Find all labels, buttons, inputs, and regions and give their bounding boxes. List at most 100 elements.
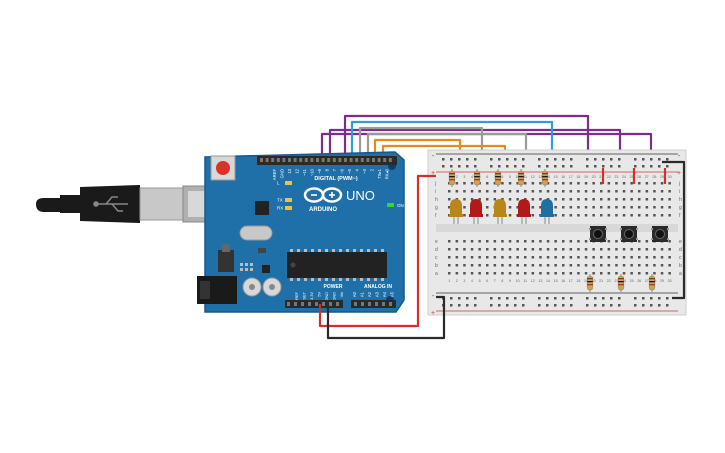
header-pin[interactable] bbox=[338, 158, 342, 162]
breadboard-hole[interactable] bbox=[600, 256, 603, 259]
breadboard-hole[interactable] bbox=[486, 264, 489, 267]
rail-hole[interactable] bbox=[570, 158, 573, 161]
rail-hole[interactable] bbox=[642, 158, 645, 161]
breadboard-hole[interactable] bbox=[577, 256, 580, 259]
breadboard-hole[interactable] bbox=[638, 206, 641, 209]
rail-hole[interactable] bbox=[642, 297, 645, 300]
rail-hole[interactable] bbox=[602, 158, 605, 161]
rail-hole[interactable] bbox=[514, 158, 517, 161]
rail-hole[interactable] bbox=[658, 165, 661, 168]
breadboard-hole[interactable] bbox=[531, 272, 535, 275]
rail-hole[interactable] bbox=[602, 304, 605, 307]
breadboard-hole[interactable] bbox=[539, 256, 542, 259]
breadboard-hole[interactable] bbox=[516, 272, 519, 275]
breadboard-hole[interactable] bbox=[600, 248, 603, 251]
breadboard-hole[interactable] bbox=[493, 198, 497, 201]
breadboard-hole[interactable] bbox=[516, 248, 519, 251]
rail-hole[interactable] bbox=[650, 165, 653, 168]
header-pin[interactable] bbox=[329, 302, 332, 306]
breadboard-hole[interactable] bbox=[562, 256, 565, 259]
rail-hole[interactable] bbox=[642, 165, 645, 168]
breadboard-hole[interactable] bbox=[630, 264, 633, 267]
header-pin[interactable] bbox=[287, 302, 290, 306]
breadboard-hole[interactable] bbox=[478, 240, 481, 243]
breadboard-hole[interactable] bbox=[592, 198, 595, 201]
rail-hole[interactable] bbox=[458, 165, 461, 168]
breadboard-hole[interactable] bbox=[645, 214, 649, 217]
breadboard-hole[interactable] bbox=[600, 190, 603, 193]
breadboard-hole[interactable] bbox=[668, 214, 671, 217]
breadboard-hole[interactable] bbox=[546, 182, 550, 185]
rail-hole[interactable] bbox=[514, 165, 517, 168]
rail-hole[interactable] bbox=[498, 165, 501, 168]
breadboard-hole[interactable] bbox=[524, 190, 527, 193]
pushbutton[interactable] bbox=[620, 226, 638, 242]
led-orange[interactable] bbox=[449, 199, 463, 224]
breadboard-hole[interactable] bbox=[653, 248, 656, 251]
header-pin[interactable] bbox=[316, 158, 319, 162]
breadboard-hole[interactable] bbox=[539, 182, 542, 185]
breadboard-hole[interactable] bbox=[501, 264, 504, 267]
breadboard-hole[interactable] bbox=[554, 272, 557, 275]
breadboard-hole[interactable] bbox=[615, 214, 618, 217]
rail-hole[interactable] bbox=[666, 297, 669, 300]
breadboard-hole[interactable] bbox=[516, 264, 519, 267]
breadboard-hole[interactable] bbox=[554, 240, 557, 243]
breadboard-hole[interactable] bbox=[531, 198, 535, 201]
rail-hole[interactable] bbox=[570, 165, 573, 168]
breadboard-hole[interactable] bbox=[622, 206, 626, 209]
breadboard-hole[interactable] bbox=[584, 206, 588, 209]
breadboard-hole[interactable] bbox=[516, 256, 519, 259]
resistor[interactable] bbox=[541, 169, 549, 187]
breadboard-hole[interactable] bbox=[622, 182, 626, 185]
rail-hole[interactable] bbox=[506, 304, 509, 307]
led-blue[interactable] bbox=[540, 199, 554, 224]
rail-hole[interactable] bbox=[546, 165, 549, 168]
header-pin[interactable] bbox=[389, 302, 392, 306]
rail-hole[interactable] bbox=[490, 158, 493, 161]
header-pin[interactable] bbox=[299, 158, 303, 162]
rail-hole[interactable] bbox=[450, 158, 453, 161]
breadboard-hole[interactable] bbox=[622, 198, 626, 201]
breadboard-hole[interactable] bbox=[486, 198, 489, 201]
header-pin[interactable] bbox=[354, 302, 357, 306]
breadboard-hole[interactable] bbox=[562, 206, 565, 209]
rail-hole[interactable] bbox=[658, 158, 661, 161]
breadboard-hole[interactable] bbox=[448, 272, 451, 275]
rail-hole[interactable] bbox=[474, 158, 477, 161]
breadboard-hole[interactable] bbox=[615, 206, 618, 209]
rail-hole[interactable] bbox=[554, 158, 557, 161]
breadboard-hole[interactable] bbox=[463, 206, 466, 209]
rail-hole[interactable] bbox=[506, 158, 509, 161]
breadboard-hole[interactable] bbox=[455, 264, 459, 267]
breadboard-hole[interactable] bbox=[508, 264, 512, 267]
breadboard-hole[interactable] bbox=[660, 248, 664, 251]
led-red[interactable] bbox=[469, 199, 483, 224]
breadboard[interactable]: -+-+-+jjiihhggffeeddccbbaa11223344556677… bbox=[427, 149, 687, 317]
breadboard-hole[interactable] bbox=[668, 248, 671, 251]
breadboard-hole[interactable] bbox=[501, 198, 504, 201]
resistor[interactable] bbox=[494, 169, 502, 187]
breadboard-hole[interactable] bbox=[463, 198, 466, 201]
breadboard-hole[interactable] bbox=[584, 272, 588, 275]
breadboard-hole[interactable] bbox=[645, 198, 649, 201]
breadboard-hole[interactable] bbox=[486, 272, 489, 275]
breadboard-hole[interactable] bbox=[645, 272, 649, 275]
rail-hole[interactable] bbox=[450, 304, 453, 307]
breadboard-hole[interactable] bbox=[668, 264, 671, 267]
header-pin[interactable] bbox=[336, 302, 339, 306]
pushbutton-cap[interactable] bbox=[593, 229, 603, 239]
rail-hole[interactable] bbox=[538, 297, 541, 300]
breadboard-hole[interactable] bbox=[660, 214, 664, 217]
breadboard-hole[interactable] bbox=[524, 240, 527, 243]
breadboard-hole[interactable] bbox=[531, 248, 535, 251]
rail-hole[interactable] bbox=[570, 297, 573, 300]
breadboard-hole[interactable] bbox=[592, 256, 595, 259]
breadboard-hole[interactable] bbox=[493, 190, 497, 193]
breadboard-hole[interactable] bbox=[645, 240, 649, 243]
breadboard-hole[interactable] bbox=[615, 256, 618, 259]
pushbutton[interactable] bbox=[589, 226, 607, 242]
rail-hole[interactable] bbox=[586, 158, 589, 161]
breadboard-hole[interactable] bbox=[622, 272, 626, 275]
rail-hole[interactable] bbox=[546, 297, 549, 300]
